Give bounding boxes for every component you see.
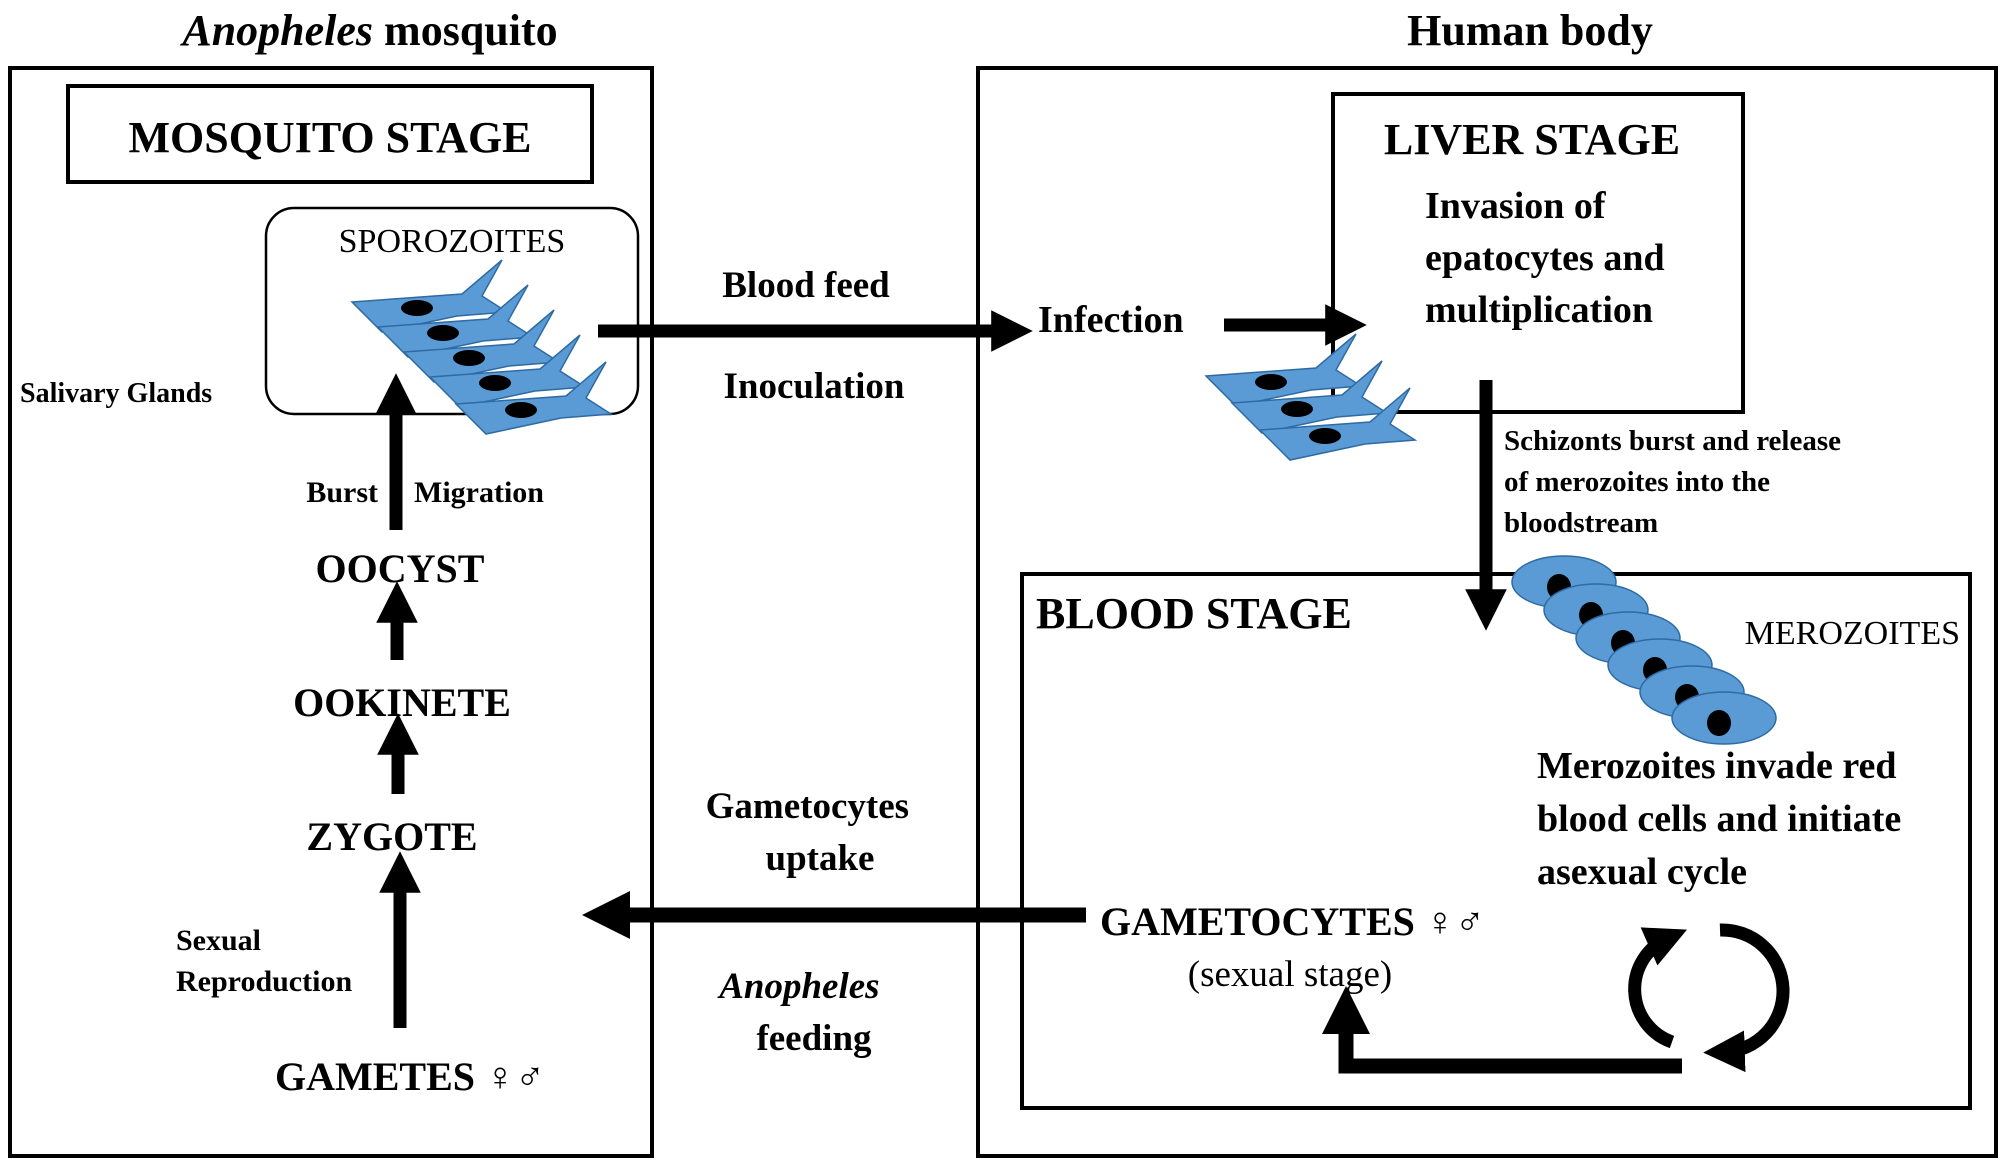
merozoite-cells (1511, 555, 1777, 745)
sexual-reproduction-line-1: Sexual (176, 924, 261, 957)
schizonts-line-3: bloodstream (1504, 507, 1658, 539)
liver-stage-title: LIVER STAGE (1384, 115, 1680, 164)
inoculation-label: Inoculation (724, 366, 905, 407)
blood-description-line-2: blood cells and initiate (1537, 798, 1901, 840)
mosquito-header-rest: mosquito (373, 6, 558, 55)
schizonts-line-2: of merozoites into the (1504, 466, 1770, 498)
liver-stage-box (1331, 92, 1745, 414)
feeding-label: feeding (756, 1018, 872, 1059)
mosquito-header-italic: Anopheles (179, 6, 373, 55)
sporozoites-label: SPOROZOITES (339, 223, 566, 260)
liver-description-line-2: epatocytes and (1425, 237, 1665, 279)
gametes-label: GAMETES ♀♂ (275, 1054, 545, 1099)
liver-description-line-1: Invasion of (1425, 185, 1607, 227)
mosquito-stage-box (66, 84, 594, 184)
mosquito-frame (8, 66, 654, 1158)
migration-label: Migration (414, 476, 544, 509)
burst-label: Burst (306, 476, 378, 509)
salivary-glands-label: Salivary Glands (20, 378, 212, 409)
blood-stage-title: BLOOD STAGE (1036, 589, 1352, 638)
sexual-reproduction-label: Sexual Reproduction (176, 924, 352, 998)
gametocytes-uptake-line-2: uptake (766, 838, 875, 879)
schizonts-line-1: Schizonts burst and release (1504, 425, 1841, 457)
human-header: Human body (1407, 6, 1653, 55)
blood-feed-label: Blood feed (722, 265, 890, 306)
mosquito-stage-title: MOSQUITO STAGE (128, 113, 531, 162)
anopheles-feeding-label: Anopheles feeding (717, 966, 889, 1059)
merozoites-label: MEROZOITES (1745, 615, 1960, 652)
liver-description: Invasion of epatocytes and multiplicatio… (1425, 185, 1674, 331)
zygote-label: ZYGOTE (306, 814, 477, 859)
liver-sporozoite-cells (1205, 333, 1416, 461)
salivary-glands-box (264, 206, 640, 416)
gametocytes-label: GAMETOCYTES ♀♂ (1100, 899, 1485, 944)
gametocytes-uptake-label: Gametocytes uptake (706, 786, 919, 879)
schizonts-label: Schizonts burst and release of merozoite… (1504, 425, 1848, 539)
liver-description-line-3: multiplication (1425, 289, 1653, 331)
sexual-reproduction-line-2: Reproduction (176, 965, 352, 998)
mosquito-header: Anopheles mosquito (179, 6, 557, 55)
blood-description: Merozoites invade red blood cells and in… (1537, 745, 1911, 893)
infection-label: Infection (1038, 299, 1184, 341)
blood-description-line-1: Merozoites invade red (1537, 745, 1897, 787)
ookinete-label: OOKINETE (293, 680, 511, 725)
oocyst-label: OOCYST (316, 546, 485, 591)
blood-description-line-3: asexual cycle (1537, 851, 1747, 893)
human-frame (976, 66, 1998, 1158)
asexual-cycle-arrows (1628, 923, 1790, 1073)
sexual-stage-label: (sexual stage) (1188, 954, 1392, 995)
anopheles-label: Anopheles (717, 966, 879, 1007)
gametocytes-uptake-line-1: Gametocytes (706, 786, 909, 827)
gametocyte-formation-arrow (1321, 985, 1682, 1074)
blood-stage-box (1020, 572, 1972, 1110)
